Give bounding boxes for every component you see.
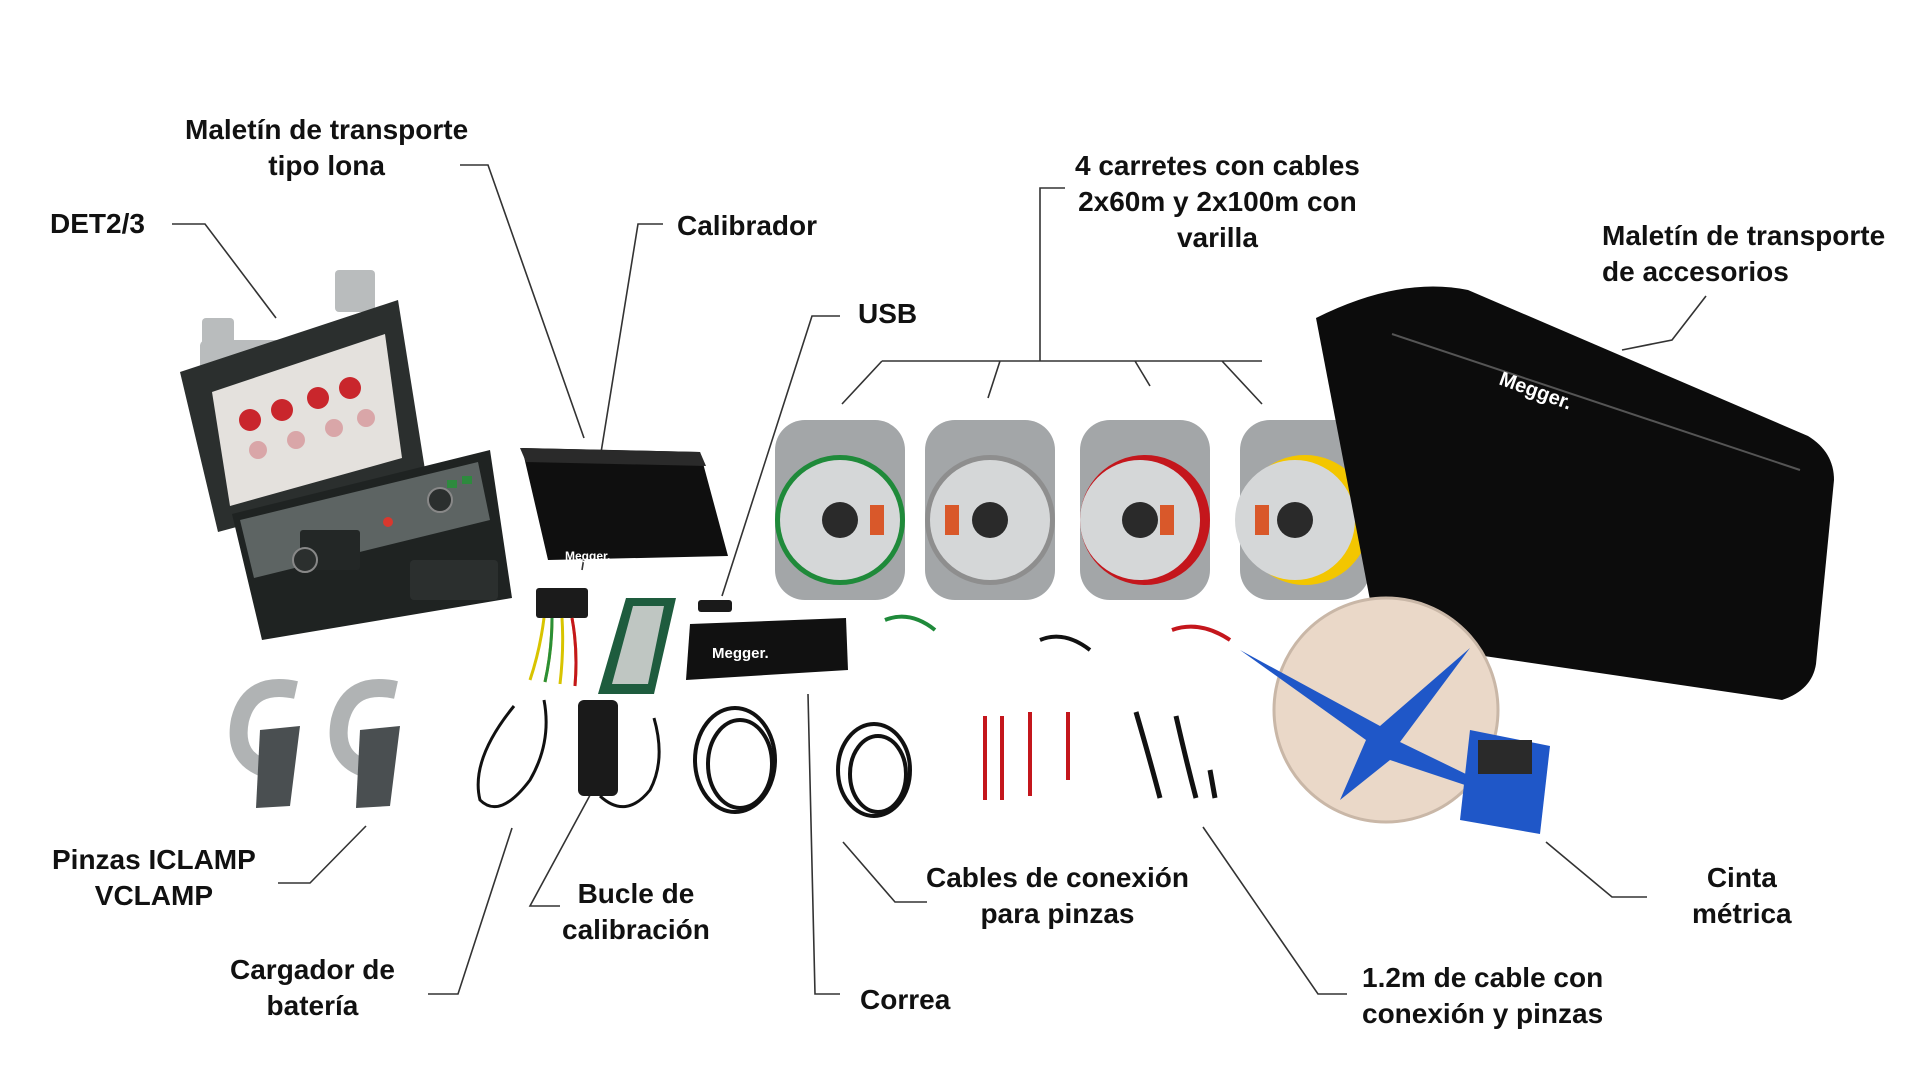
cable-reel-icon: [775, 420, 1370, 600]
leader-bucle: [528, 785, 596, 907]
label-carretes-line3: varilla: [1176, 222, 1258, 253]
strap-logo: Megger.: [712, 645, 769, 662]
leader-cinta: [1545, 841, 1647, 898]
reel-grey: [925, 420, 1055, 600]
label-carretes-line2: 2x60m y 2x100m con: [1078, 186, 1357, 217]
leader-pinzas: [278, 825, 367, 884]
label-maletin-accesorios-line2: de accesorios: [1602, 256, 1789, 287]
label-correa: Correa: [860, 982, 950, 1018]
label-carretes-line1: 4 carretes con cables: [1075, 150, 1360, 181]
label-cargador-line1: Cargador de: [230, 954, 395, 985]
charger-icon: [476, 699, 661, 809]
label-usb-line1: USB: [858, 298, 918, 329]
label-maletin-lona-line2: tipo lona: [268, 150, 385, 181]
label-bucle: Bucle de calibración: [562, 876, 710, 948]
leader-det: [172, 223, 277, 319]
label-maletin-lona: Maletín de transporte tipo lona: [185, 112, 468, 184]
calibrator-icon: [528, 588, 588, 687]
calibration-loop-icon: [598, 598, 676, 694]
label-cables-pinzas: Cables de conexión para pinzas: [926, 860, 1189, 932]
label-pinzas-line1: Pinzas ICLAMP: [52, 844, 256, 875]
leader-usb: [721, 315, 840, 597]
leader-maletin-lona: [460, 164, 585, 439]
usb-stick-icon: [698, 600, 732, 612]
leader-maletin-accesorios: [1621, 295, 1707, 351]
label-calibrador-line1: Calibrador: [677, 210, 818, 241]
det-instrument-case: [180, 270, 512, 640]
test-lead-icon: [884, 614, 1396, 800]
reel-red: [1080, 420, 1210, 600]
label-det-line1: DET2/3: [50, 208, 145, 239]
label-maletin-lona-line1: Maletín de transporte: [185, 114, 469, 145]
clamp-vclamp: [329, 679, 400, 808]
reel-yellow: [1235, 420, 1370, 600]
reel-green: [775, 420, 905, 600]
leader-cables-pinzas: [842, 841, 927, 903]
measuring-tape-icon: [1240, 596, 1550, 834]
label-det: DET2/3: [50, 206, 145, 242]
leader-correa: [807, 693, 840, 995]
label-usb: USB: [858, 296, 917, 332]
label-carretes: 4 carretes con cables 2x60m y 2x100m con…: [1075, 148, 1360, 256]
canvas-bag-icon: Megger.: [520, 448, 728, 563]
clamp-leads: [693, 706, 912, 818]
label-cargador-line2: batería: [266, 990, 359, 1021]
accessory-bag-icon: Megger.: [1316, 286, 1834, 700]
label-pinzas: Pinzas ICLAMP VCLAMP: [52, 842, 256, 914]
leader-cargador: [428, 827, 513, 995]
label-cable-12-line2: conexión y pinzas: [1362, 998, 1604, 1029]
label-maletin-accesorios: Maletín de transporte de accesorios: [1602, 218, 1885, 290]
leader-carretes: [841, 187, 1263, 405]
label-cargador: Cargador de batería: [230, 952, 395, 1024]
label-bucle-line2: calibración: [562, 914, 710, 945]
label-bucle-line1: Bucle de: [577, 878, 695, 909]
label-cables-pinzas-line2: para pinzas: [980, 898, 1135, 929]
label-pinzas-line2: VCLAMP: [94, 880, 214, 911]
label-correa-line1: Correa: [860, 984, 951, 1015]
label-cable-12-line1: 1.2m de cable con: [1362, 962, 1604, 993]
bag-logo: Megger.: [565, 549, 610, 563]
label-cables-pinzas-line1: Cables de conexión: [926, 862, 1189, 893]
label-cable-12: 1.2m de cable con conexión y pinzas: [1362, 960, 1603, 1032]
label-cinta: Cinta métrica: [1692, 860, 1792, 932]
clamp-icon: [229, 679, 400, 808]
leader-lines: [172, 164, 1707, 995]
label-maletin-accesorios-line1: Maletín de transporte: [1602, 220, 1886, 251]
leader-cable-12: [1202, 826, 1347, 995]
label-calibrador: Calibrador: [677, 208, 817, 244]
label-cinta-line1: Cinta: [1706, 862, 1777, 893]
label-cinta-line2: métrica: [1692, 898, 1792, 929]
clamp-iclamp: [229, 679, 300, 808]
strap-icon: Megger.: [686, 618, 848, 680]
